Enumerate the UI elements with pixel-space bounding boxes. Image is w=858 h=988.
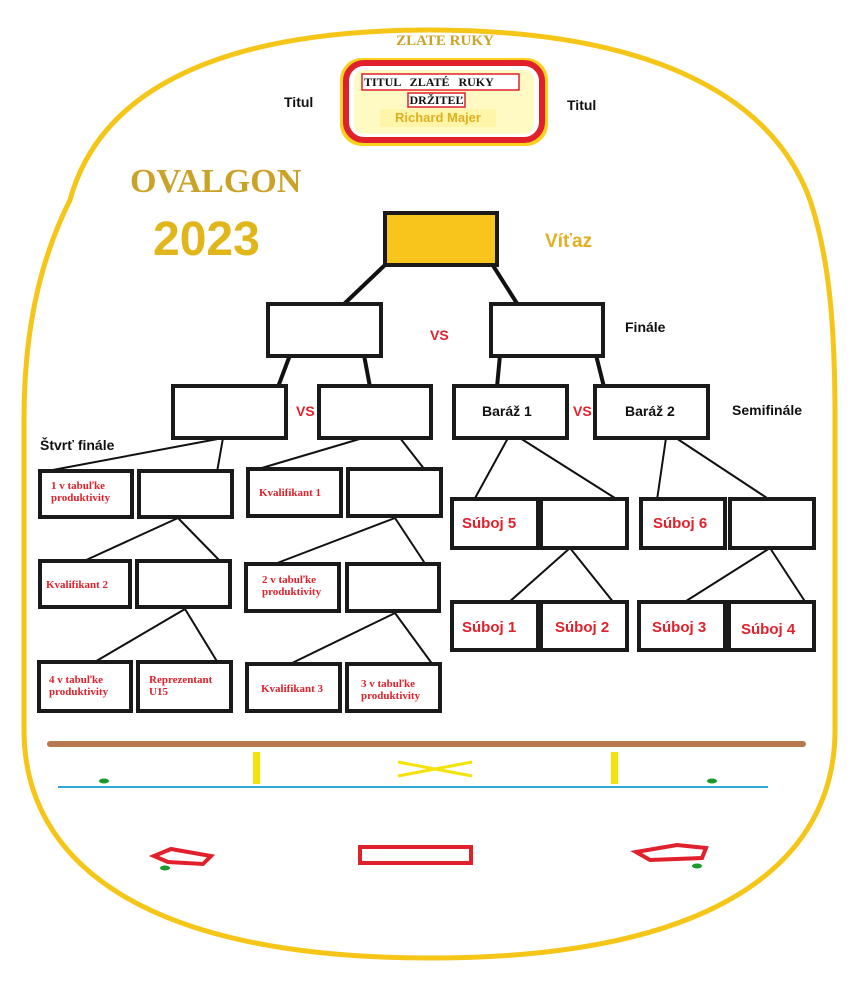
goal-center bbox=[358, 845, 473, 865]
finalist-left-box bbox=[266, 302, 383, 358]
baraz-1-label: Baráž 1 bbox=[482, 403, 532, 419]
oval-outline bbox=[21, 27, 838, 961]
vs-baraz: VS bbox=[573, 403, 592, 419]
baraz-2-box: Baráž 2 bbox=[593, 384, 710, 440]
suboj-6-box: Súboj 6 bbox=[639, 497, 727, 550]
plaque-line2-box bbox=[407, 92, 466, 108]
seed-tab3-label: 3 v tabuľke produktivity bbox=[361, 678, 421, 702]
yellow-cross bbox=[397, 760, 473, 778]
seed-kval2-box: Kvalifikant 2 bbox=[38, 559, 132, 609]
post-left bbox=[253, 752, 260, 784]
goal-left bbox=[148, 846, 216, 867]
semi-left-2-box bbox=[317, 384, 433, 440]
quarterfinal-label: Štvrť finále bbox=[40, 437, 115, 453]
seed-tab2-box: 2 v tabuľke produktivity bbox=[244, 562, 341, 613]
puck-goal-left bbox=[160, 865, 170, 871]
suboj-3-label: Súboj 3 bbox=[652, 619, 707, 636]
plaque-line1-box bbox=[361, 73, 520, 91]
seed-kval1-box: Kvalifikant 1 bbox=[246, 467, 343, 518]
seed-tab1-box: 1 v tabuľke produktivity bbox=[38, 469, 134, 519]
suboj-1-label: Súboj 1 bbox=[462, 619, 517, 636]
plaque-line1: TITUL ZLATÉ RUKY bbox=[364, 75, 494, 89]
seed-u15-box: Reprezentant U15 bbox=[136, 660, 233, 713]
final-label: Finále bbox=[625, 319, 666, 335]
puck-left bbox=[99, 778, 109, 784]
winner-box bbox=[383, 211, 499, 267]
top-title: ZLATE RUKY bbox=[396, 33, 494, 49]
semi-left-1-box bbox=[171, 384, 288, 440]
connectors bbox=[276, 262, 606, 388]
qf-mid-empty-2 bbox=[345, 562, 441, 613]
r-empty-1 bbox=[539, 497, 629, 550]
seed-tab4-label: 4 v tabuľke produktivity bbox=[49, 674, 109, 698]
goal-right bbox=[630, 842, 709, 863]
suboj-5-box: Súboj 5 bbox=[450, 497, 540, 550]
finalist-right-box bbox=[489, 302, 605, 358]
seed-tab1-label: 1 v tabuľke produktivity bbox=[51, 480, 111, 504]
qf-left-empty-2 bbox=[135, 559, 232, 609]
suboj-5-label: Súboj 5 bbox=[462, 515, 517, 532]
seed-kval1-label: Kvalifikant 1 bbox=[259, 487, 322, 499]
plaque-holder-box bbox=[380, 109, 496, 127]
seed-u15-label: Reprezentant U15 bbox=[149, 674, 213, 698]
baraz-1-box: Baráž 1 bbox=[452, 384, 569, 440]
vs-semi-left: VS bbox=[296, 403, 315, 419]
plaque-holder: Richard Majer bbox=[395, 110, 481, 125]
seed-tab2-label: 2 v tabuľke produktivity bbox=[262, 574, 322, 598]
event-year: 2023 bbox=[153, 213, 260, 266]
event-name: OVALGON bbox=[130, 163, 302, 200]
semifinal-label: Semifinále bbox=[732, 402, 803, 418]
seed-tab4-box: 4 v tabuľke produktivity bbox=[37, 660, 133, 713]
seed-kval3-label: Kvalifikant 3 bbox=[261, 683, 324, 695]
puck-right bbox=[707, 778, 717, 784]
qf-mid-empty-1 bbox=[346, 467, 443, 518]
suboj-1-box: Súboj 1 bbox=[450, 600, 540, 652]
suboj-6-label: Súboj 6 bbox=[653, 515, 708, 532]
suboj-2-box: Súboj 2 bbox=[539, 600, 629, 652]
seed-tab3-box: 3 v tabuľke produktivity bbox=[345, 662, 442, 713]
puck-goal-right bbox=[692, 863, 702, 869]
winner-label: Víťaz bbox=[545, 231, 593, 252]
baraz-2-label: Baráž 2 bbox=[625, 403, 675, 419]
vs-final: VS bbox=[430, 327, 449, 343]
title-left-label: Titul bbox=[284, 94, 314, 110]
suboj-3-box: Súboj 3 bbox=[637, 600, 727, 652]
qf-left-empty-1 bbox=[137, 469, 234, 519]
suboj-4-label: Súboj 4 bbox=[741, 621, 796, 638]
post-right bbox=[611, 752, 618, 784]
seed-kval2-label: Kvalifikant 2 bbox=[46, 579, 109, 591]
thin-connectors bbox=[41, 437, 807, 666]
suboj-4-box: Súboj 4 bbox=[727, 600, 816, 652]
r-empty-2 bbox=[728, 497, 816, 550]
title-right-label: Titul bbox=[567, 97, 597, 113]
plaque-line2: DRŽITEĽ bbox=[409, 93, 464, 107]
seed-kval3-box: Kvalifikant 3 bbox=[245, 662, 342, 713]
suboj-2-label: Súboj 2 bbox=[555, 619, 610, 636]
